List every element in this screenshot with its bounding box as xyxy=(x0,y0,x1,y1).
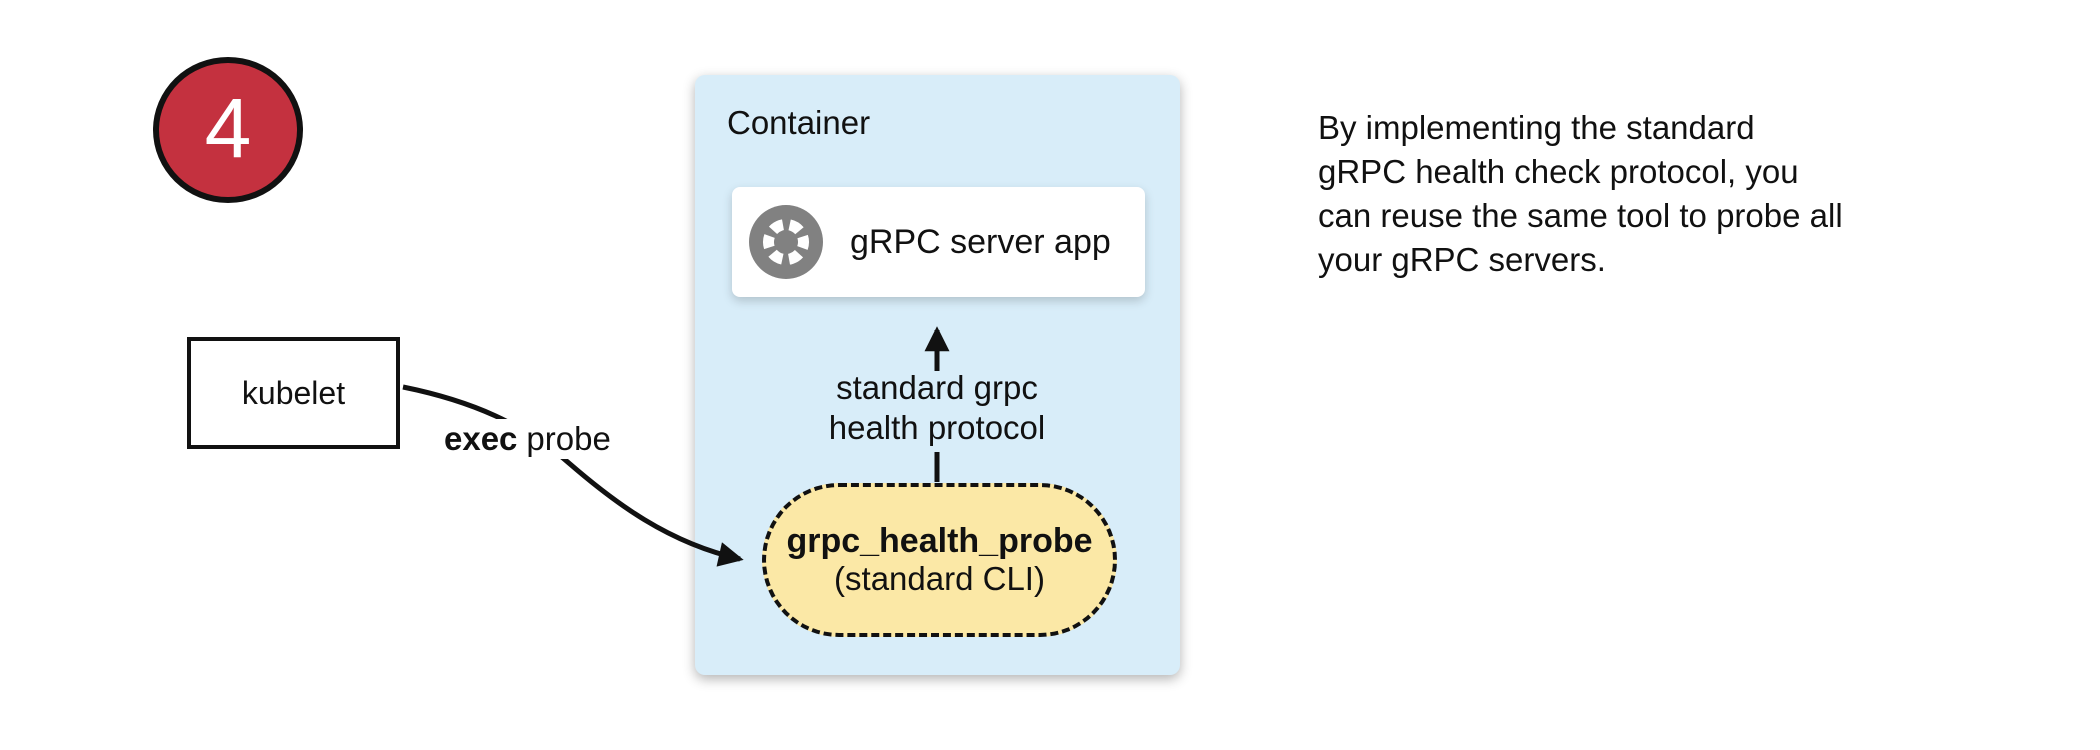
exec-probe-arrow xyxy=(402,384,744,567)
note-text: By implementing the standard gRPC health… xyxy=(1318,109,1843,278)
exec-probe-label-bold: exec xyxy=(444,420,518,457)
container-title: Container xyxy=(727,104,871,141)
server-app-label: gRPC server app xyxy=(850,222,1111,261)
grpc-health-probe-capsule: grpc_health_probe (standard CLI) xyxy=(762,483,1117,637)
probe-subtitle: (standard CLI) xyxy=(834,560,1045,597)
aperture-icon xyxy=(749,205,823,279)
exec-probe-label-rest: probe xyxy=(526,420,611,457)
step-number: 4 xyxy=(204,81,252,175)
kubelet-box: kubelet xyxy=(187,337,400,449)
kubelet-label: kubelet xyxy=(241,374,346,411)
grpc-server-app-box: gRPC server app xyxy=(732,187,1145,297)
step-badge: 4 xyxy=(153,57,303,203)
probe-name: grpc_health_probe xyxy=(786,522,1093,560)
health-protocol-label: standard grpc health protocol xyxy=(828,369,1046,446)
